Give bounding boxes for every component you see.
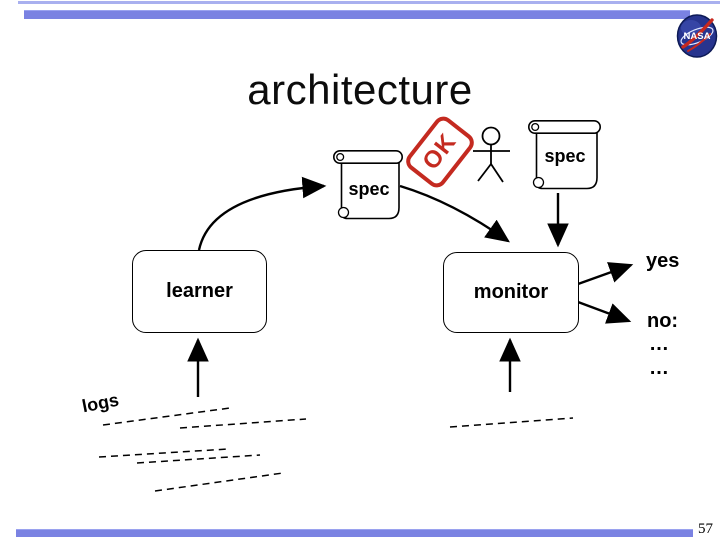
output-yes-label: yes (646, 250, 680, 272)
arrow-spec-to-monitor (399, 184, 510, 243)
bottom-accent-bar (16, 529, 693, 537)
scroll-curl-icon (337, 206, 350, 219)
top-thin-accent-line (18, 1, 720, 4)
output-ellipsis-1: … (649, 333, 669, 355)
dashed-log-line (449, 417, 574, 428)
dashed-log-line (102, 407, 231, 426)
dashed-log-line (154, 472, 284, 492)
scroll-curl-icon (532, 176, 545, 189)
dashed-log-line (98, 448, 229, 458)
scroll-curl-icon (531, 122, 540, 132)
log-lines-group (98, 407, 574, 492)
spec-scroll-right: spec (528, 120, 602, 190)
page-number: 57 (698, 521, 713, 537)
nasa-logo-text: NASA (684, 31, 711, 42)
spec-right-label: spec (544, 146, 585, 166)
output-no-label: no: (647, 310, 679, 332)
spec-scroll-left: spec (333, 150, 404, 220)
nasa-logo-icon: NASA (676, 14, 718, 58)
scroll-curl-icon (336, 152, 345, 162)
output-ellipsis-2: … (649, 357, 669, 379)
arrow-learner-to-spec (197, 176, 327, 251)
learner-box: learner (132, 250, 267, 333)
spec-left-label: spec (348, 179, 389, 199)
arrow-monitor-to-no (577, 300, 632, 324)
person-icon (473, 126, 510, 183)
monitor-label: monitor (473, 281, 549, 303)
learner-label: learner (166, 280, 233, 302)
arrow-monitor-to-yes (577, 262, 634, 286)
page-title: architecture (247, 66, 473, 113)
top-accent-bar (24, 10, 690, 19)
dashed-log-line (179, 418, 307, 429)
dashed-log-line (136, 454, 261, 464)
monitor-box: monitor (443, 252, 579, 333)
ok-stamp-label: OK (417, 128, 462, 175)
